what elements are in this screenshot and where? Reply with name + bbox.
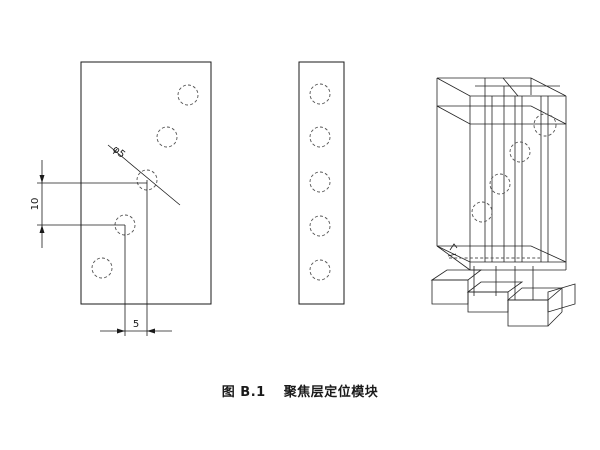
hole-5: [91, 257, 113, 279]
base-block-right-front: [507, 299, 549, 327]
side-hole-1: [309, 83, 331, 105]
iso-small-marker: [447, 243, 458, 257]
iso-bottom-left-edge: [436, 245, 471, 271]
base-block-left-front: [431, 279, 469, 305]
iso-hole-1: [533, 113, 557, 137]
iso-hole-3: [489, 173, 511, 195]
side-view-outline: [298, 61, 345, 305]
base-block-right-side-bottom: [547, 311, 563, 327]
figure-caption: 图 B.1 聚焦层定位模块: [0, 381, 600, 400]
figure-title: 聚焦层定位模块: [283, 385, 379, 400]
side-view: [298, 61, 345, 305]
figure-number: 图 B.1: [221, 385, 266, 400]
base-block-tab: [547, 283, 576, 313]
base-block-middle-top: [466, 281, 524, 293]
side-hole-3: [309, 171, 331, 193]
base-block-right-top: [506, 287, 564, 301]
iso-top-partition-2: [502, 77, 519, 97]
dim-arrow-upper: [39, 175, 45, 183]
front-view: φ5 10 5: [30, 61, 212, 336]
side-hole-2: [309, 126, 331, 148]
iso-top-face: [436, 77, 567, 97]
iso-lower-band: [436, 245, 567, 263]
iso-hole-2: [509, 141, 531, 163]
isometric-view: [430, 77, 576, 327]
iso-upper-band: [436, 105, 567, 125]
side-hole-4: [309, 215, 331, 237]
side-hole-5: [309, 259, 331, 281]
diameter-leader: [107, 144, 181, 206]
base-block-left-top: [430, 269, 483, 281]
dim-arrow-lower: [39, 225, 45, 233]
hole-2: [156, 126, 178, 148]
dim-arrow-left: [117, 328, 125, 334]
vertical-dim-value: 10: [30, 198, 41, 211]
dim-arrow-right: [147, 328, 155, 334]
horizontal-dim-value: 5: [133, 319, 139, 330]
iso-hole-4: [471, 201, 493, 223]
diameter-label: φ5: [110, 144, 127, 161]
hole-1: [177, 84, 199, 106]
